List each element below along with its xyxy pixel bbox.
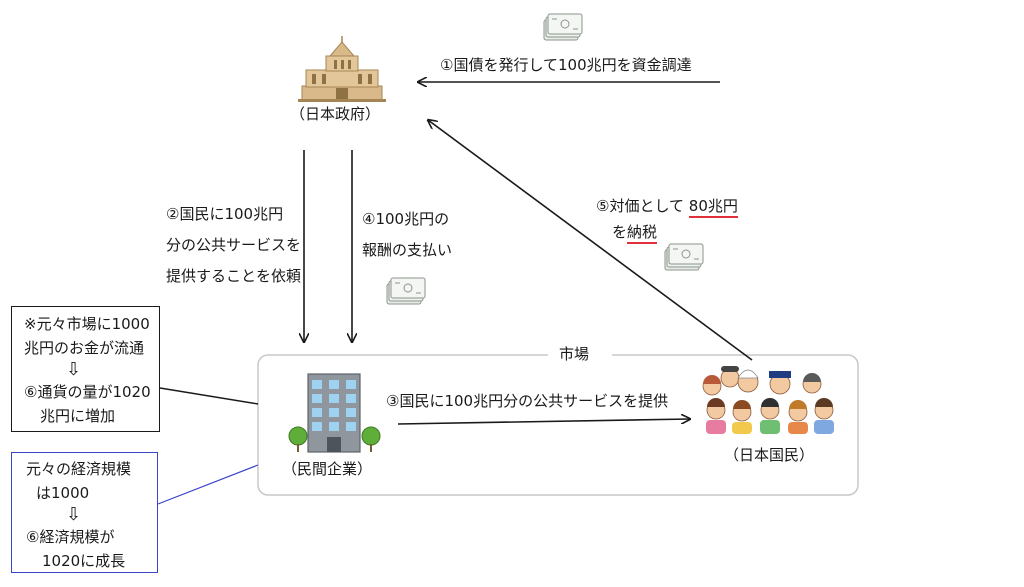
down-arrow-icon: ⇩ [66, 504, 82, 525]
banknote-stack-icon [543, 13, 583, 41]
citizens-group-icon [702, 366, 834, 434]
step4-label: ④100兆円の 報酬の支払い [362, 210, 453, 259]
government-label: （日本政府） [290, 105, 381, 123]
down-arrow-icon: ⇩ [66, 359, 82, 380]
money-supply-note: ※元々市場に1000 兆円のお金が流通 ⇩ ⑥通貨の量が1020 兆円に増加 [11, 306, 160, 432]
economy-scale-note: 元々の経済規模 は1000 ⇩ ⑥経済規模が 1020に成長 [11, 452, 158, 573]
step1-label: ①国債を発行して100兆円を資金調達 [440, 56, 692, 74]
office-building-icon [288, 373, 381, 453]
market-label: 市場 [559, 345, 590, 363]
step3-label: ③国民に100兆円分の公共サービスを提供 [386, 392, 669, 410]
step2-label: ②国民に100兆円 分の公共サービスを 提供することを依頼 [166, 205, 302, 285]
tax-term: 納税 [627, 223, 658, 244]
company-label: （民間企業） [282, 460, 373, 478]
citizens-label: （日本国民） [724, 446, 815, 464]
connector-economy-note [157, 464, 259, 505]
banknote-stack-icon [664, 243, 704, 271]
arrow-step3 [397, 419, 690, 425]
tax-amount: 80兆円 [688, 197, 738, 218]
arrow-step5 [428, 120, 753, 361]
connector-money-note [159, 387, 259, 405]
step5-label: ⑤対価として 80兆円 を納税 [596, 193, 738, 245]
banknote-stack-icon [386, 277, 426, 305]
parliament-building-icon [298, 36, 386, 102]
